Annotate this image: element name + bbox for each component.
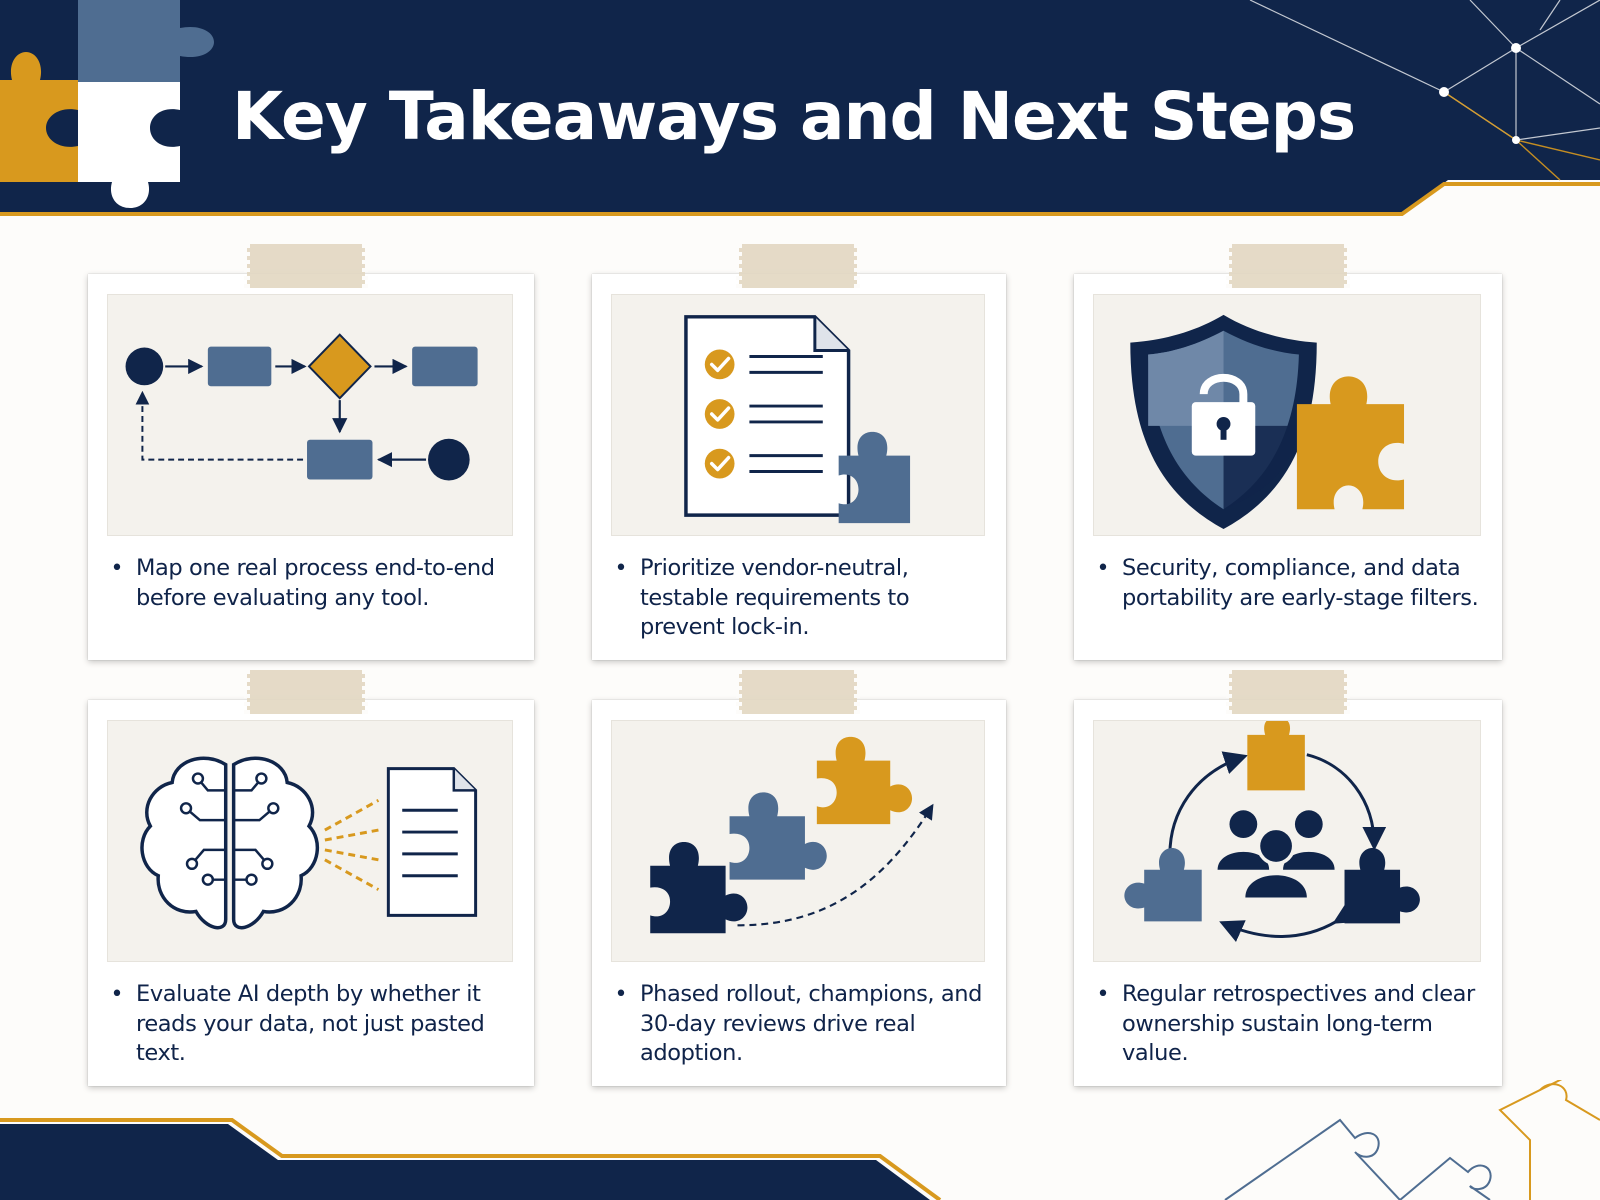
- card-illustration: [107, 294, 513, 536]
- takeaway-card-security: • Security, compliance, and data portabi…: [1074, 244, 1502, 660]
- process-flow-icon: [125, 333, 478, 481]
- tape-strip: [244, 670, 368, 714]
- card-illustration: [611, 294, 985, 536]
- footer-decoration: [0, 1080, 1600, 1200]
- takeaway-text: Security, compliance, and data portabili…: [1122, 555, 1479, 611]
- outline-puzzle-pieces-icon: [1224, 1080, 1600, 1200]
- requirements-checklist-icon: [684, 315, 911, 524]
- tape-strip: [736, 670, 860, 714]
- takeaway-text: Evaluate AI depth by whether it reads yo…: [136, 981, 485, 1066]
- bullet-marker: •: [614, 556, 628, 581]
- header-banner: [0, 0, 1600, 216]
- takeaway-card-retrospectives: • Regular retrospectives and clear owner…: [1074, 670, 1502, 1086]
- card-illustration: [107, 720, 513, 962]
- tape-strip: [1226, 670, 1350, 714]
- takeaway-text: Regular retrospectives and clear ownersh…: [1122, 981, 1475, 1066]
- takeaway-text: Phased rollout, champions, and 30-day re…: [640, 981, 983, 1066]
- card-illustration: [1093, 720, 1481, 962]
- phased-rollout-puzzle-icon: [650, 736, 934, 934]
- bullet-marker: •: [110, 556, 124, 581]
- takeaway-card-rollout: • Phased rollout, champions, and 30-day …: [592, 670, 1006, 1086]
- tape-strip: [736, 244, 860, 288]
- takeaway-text: Map one real process end-to-end before e…: [136, 555, 495, 611]
- ai-brain-document-icon: [140, 756, 478, 930]
- card-illustration: [611, 720, 985, 962]
- page-title: Key Takeaways and Next Steps: [232, 78, 1356, 155]
- bullet-marker: •: [1096, 556, 1110, 581]
- bullet-marker: •: [1096, 982, 1110, 1007]
- takeaway-card-process-mapping: • Map one real process end-to-end before…: [88, 244, 534, 660]
- bullet-marker: •: [614, 982, 628, 1007]
- bullet-marker: •: [110, 982, 124, 1007]
- takeaway-card-requirements: • Prioritize vendor-neutral, testable re…: [592, 244, 1006, 660]
- takeaway-card-ai-depth: • Evaluate AI depth by whether it reads …: [88, 670, 534, 1086]
- corner-puzzle-pieces-icon: [0, 0, 214, 208]
- team-retrospective-cycle-icon: [1124, 721, 1420, 942]
- takeaway-text: Prioritize vendor-neutral, testable requ…: [640, 555, 910, 640]
- tape-strip: [1226, 244, 1350, 288]
- card-illustration: [1093, 294, 1481, 536]
- tape-strip: [244, 244, 368, 288]
- security-shield-icon: [1130, 314, 1405, 530]
